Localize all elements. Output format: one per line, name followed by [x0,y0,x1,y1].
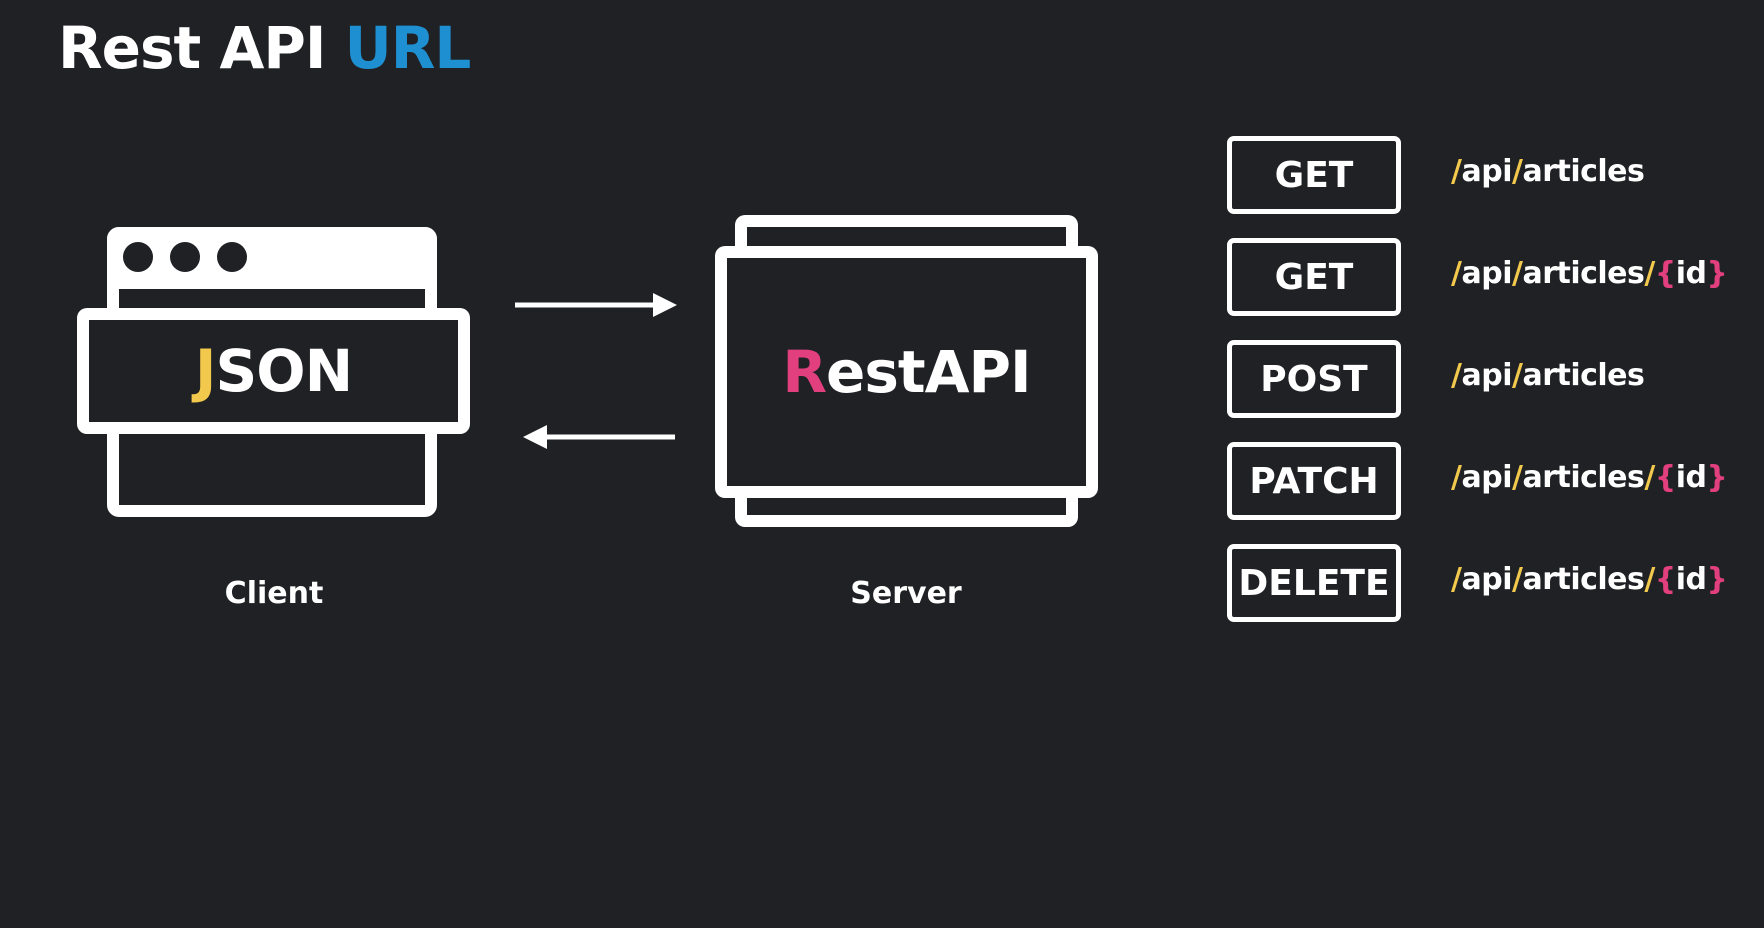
restapi-first-letter: R [782,338,827,406]
path-segment: / [1511,460,1523,495]
path-segment: / [1644,460,1655,495]
endpoint-row: GET/api/articles/{id} [1227,238,1728,318]
client-caption: Client [224,576,324,611]
path-segment: } [1706,256,1728,291]
path-segment: / [1451,154,1462,189]
title-main: Rest API [58,14,345,82]
path-segment: / [1511,562,1523,597]
path-segment: api [1461,358,1512,393]
path-segment: / [1511,154,1523,189]
endpoint-row: GET/api/articles [1227,136,1727,216]
path-segment: / [1644,256,1655,291]
page-title: Rest API URL [58,14,472,82]
arrow-left-icon [523,425,675,449]
path-segment: { [1654,460,1676,495]
json-label: JSON [194,337,353,405]
endpoint-path: /api/articles [1451,358,1645,393]
path-segment: articles [1522,460,1645,495]
http-method-badge: GET [1227,136,1401,214]
path-segment: id [1675,256,1707,291]
client-json-band: JSON [77,308,470,434]
path-segment: articles [1522,358,1645,393]
http-method-badge: POST [1227,340,1401,418]
http-method-badge: PATCH [1227,442,1401,520]
endpoint-row: PATCH/api/articles/{id} [1227,442,1728,522]
path-segment: id [1675,460,1707,495]
path-segment: } [1706,562,1728,597]
endpoint-path: /api/articles [1451,154,1645,189]
window-dot-icon [170,242,200,272]
client-window-titlebar [107,227,437,289]
path-segment: articles [1522,256,1645,291]
arrow-right-icon [515,293,677,317]
path-segment: articles [1522,562,1645,597]
path-segment: / [1511,256,1523,291]
request-response-arrows [515,293,677,449]
title-accent: URL [344,14,472,82]
path-segment: } [1706,460,1728,495]
path-segment: { [1654,562,1676,597]
http-method-badge: DELETE [1227,544,1401,622]
path-segment: id [1675,562,1707,597]
path-segment: / [1451,562,1462,597]
path-segment: / [1644,562,1655,597]
restapi-label: RestAPI [782,338,1032,406]
endpoint-path: /api/articles/{id} [1451,256,1728,291]
server-front-frame: RestAPI [715,246,1098,498]
window-dot-icon [217,242,247,272]
path-segment: api [1461,154,1512,189]
json-first-letter: J [194,337,217,405]
restapi-rest: estAPI [826,338,1032,406]
path-segment: / [1451,358,1462,393]
path-segment: / [1451,256,1462,291]
path-segment: api [1461,460,1512,495]
window-dot-icon [123,242,153,272]
path-segment: / [1451,460,1462,495]
endpoint-path: /api/articles/{id} [1451,460,1728,495]
endpoint-path: /api/articles/{id} [1451,562,1728,597]
path-segment: / [1511,358,1523,393]
json-rest: SON [215,337,353,405]
path-segment: articles [1522,154,1645,189]
endpoint-row: DELETE/api/articles/{id} [1227,544,1728,624]
path-segment: { [1654,256,1676,291]
path-segment: api [1461,562,1512,597]
server-caption: Server [850,576,962,611]
endpoint-row: POST/api/articles [1227,340,1727,420]
http-method-badge: GET [1227,238,1401,316]
path-segment: api [1461,256,1512,291]
